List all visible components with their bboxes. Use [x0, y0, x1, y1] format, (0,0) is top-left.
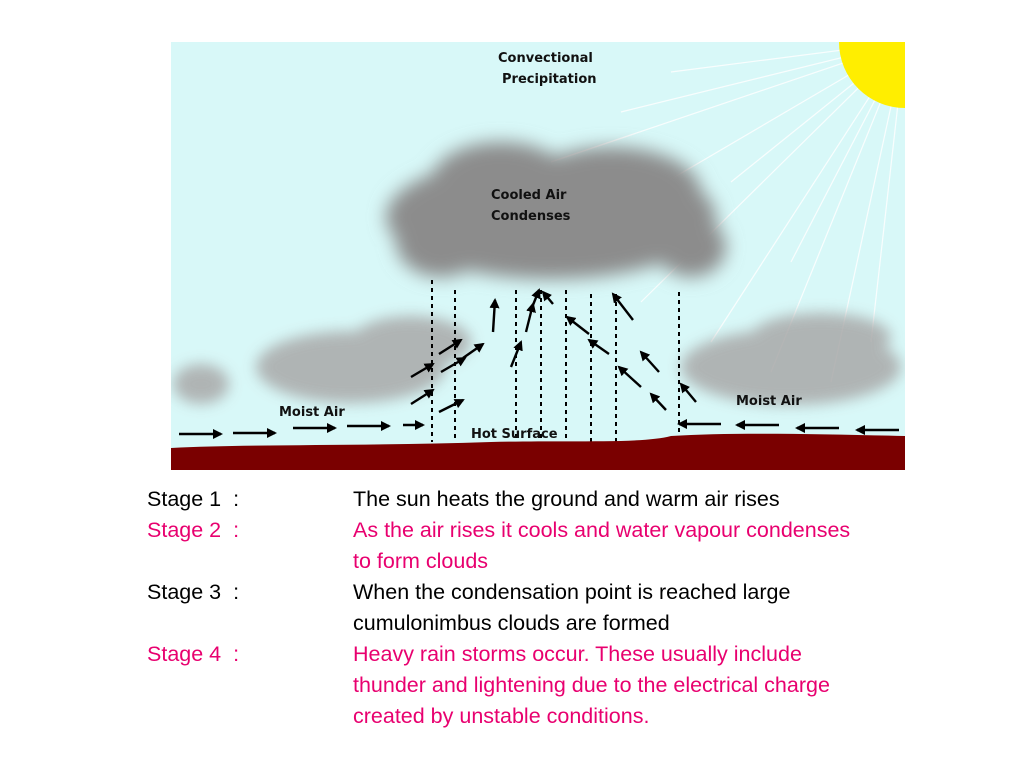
stage-row: Stage 2 : As the air rises it cools and w…: [147, 515, 987, 577]
diagram-title-line1: Convectional: [498, 51, 593, 66]
stage-description: Heavy rain storms occur. These usually i…: [353, 639, 987, 732]
sun-icon: [839, 42, 905, 108]
rising-air-arrows: [410, 288, 697, 414]
storm-cloud: [386, 142, 726, 279]
stage-description: The sun heats the ground and warm air ri…: [353, 484, 987, 515]
rain-lines: [431, 280, 680, 442]
stage-description-line: The sun heats the ground and warm air ri…: [353, 487, 780, 511]
low-clouds: [173, 313, 901, 405]
moist-air-left-label: Moist Air: [279, 405, 345, 420]
stage-description-line: Heavy rain storms occur. These usually i…: [353, 642, 802, 666]
stage-description-line: to form clouds: [353, 549, 489, 573]
stage-row: Stage 3 : When the condensation point is …: [147, 577, 987, 639]
cloud-label-line2: Condenses: [491, 209, 571, 224]
stage-description-line: thunder and lightening due to the electr…: [353, 673, 830, 697]
stage-description-line: cumulonimbus clouds are formed: [353, 611, 670, 635]
moist-air-right-label: Moist Air: [736, 394, 802, 409]
stage-label: Stage 2 :: [147, 518, 240, 542]
hot-surface-label: Hot Surface: [471, 427, 558, 442]
stage-row: Stage 4 : Heavy rain storms occur. These …: [147, 639, 987, 732]
stage-row: Stage 1 : The sun heats the ground and wa…: [147, 484, 987, 515]
stage-description: As the air rises it cools and water vapo…: [353, 515, 987, 577]
ground: [171, 433, 905, 470]
stage-description-line: As the air rises it cools and water vapo…: [353, 518, 851, 542]
cloud-label-line1: Cooled Air: [491, 188, 567, 203]
stage-list: Stage 1 : The sun heats the ground and wa…: [147, 484, 987, 732]
stage-label: Stage 4 :: [147, 642, 240, 666]
stage-label: Stage 1 :: [147, 487, 240, 511]
stage-description: When the condensation point is reached l…: [353, 577, 987, 639]
convectional-precipitation-diagram: Convectional Precipitation Cooled Air Co…: [171, 42, 905, 470]
stage-description-line: created by unstable conditions.: [353, 704, 650, 728]
diagram-title-line2: Precipitation: [502, 72, 597, 87]
stage-label: Stage 3 :: [147, 580, 240, 604]
wind-arrows: [179, 418, 899, 440]
stage-description-line: When the condensation point is reached l…: [353, 580, 791, 604]
